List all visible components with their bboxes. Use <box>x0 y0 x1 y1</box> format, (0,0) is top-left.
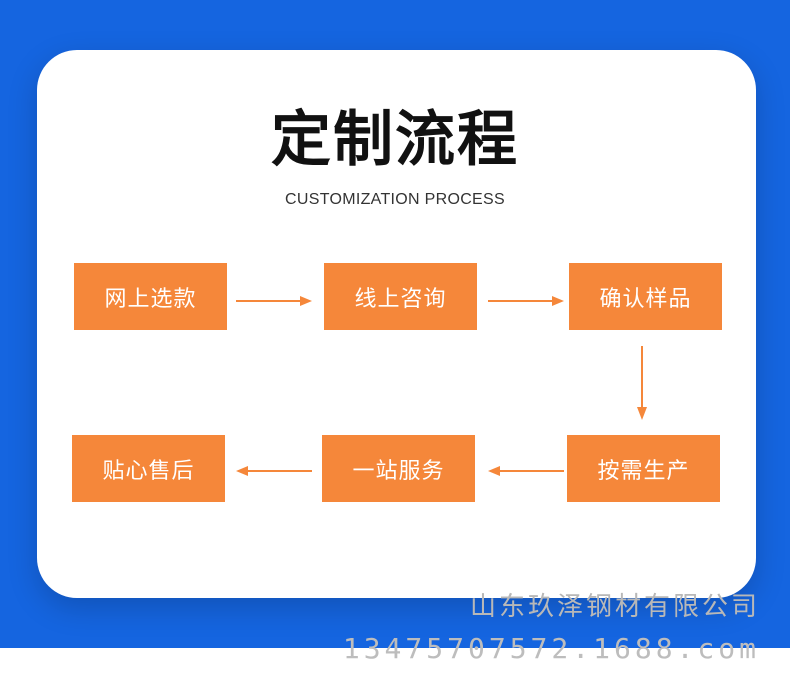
step-produce-on-demand: 按需生产 <box>567 435 720 502</box>
step-online-consult: 线上咨询 <box>324 263 477 330</box>
step-after-sales: 贴心售后 <box>72 435 225 502</box>
watermark-company: 山东玖泽钢材有限公司 <box>469 592 760 622</box>
step-browse-online: 网上选款 <box>74 263 227 330</box>
arrow-left-1 <box>488 466 564 476</box>
step-one-stop-service: 一站服务 <box>322 435 475 502</box>
arrow-left-2 <box>236 466 312 476</box>
arrow-down <box>637 346 647 420</box>
watermark-url: 13475707572.1688.com <box>342 632 760 665</box>
arrow-right-2 <box>488 296 564 306</box>
page-subtitle: CUSTOMIZATION PROCESS <box>285 191 505 208</box>
arrow-right-1 <box>236 296 312 306</box>
step-confirm-sample: 确认样品 <box>569 263 722 330</box>
page-title: 定制流程 <box>271 105 519 175</box>
